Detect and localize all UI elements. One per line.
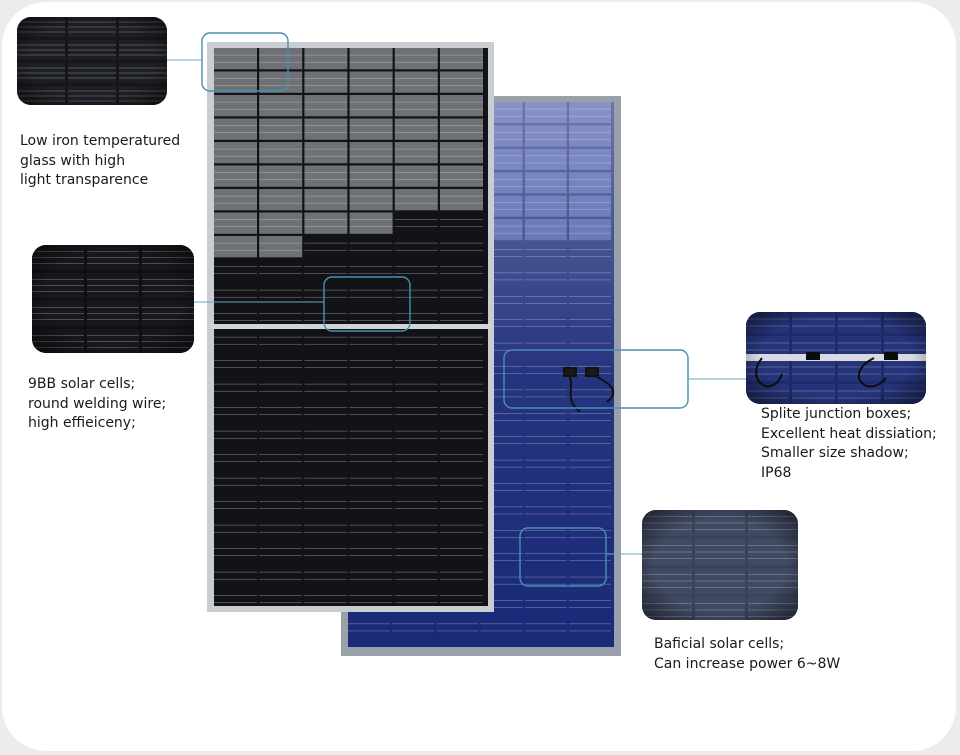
junction-box-closeup-icon bbox=[746, 312, 926, 404]
cells-caption-line: high effieiceny; bbox=[28, 415, 136, 431]
bifacial-caption: Baficial solar cells; Can increase power… bbox=[654, 635, 840, 674]
callout-highlight-boxes bbox=[201, 32, 689, 587]
glass-caption-line: glass with high bbox=[20, 152, 126, 169]
solar-cell-closeup-icon bbox=[32, 245, 194, 353]
front-panel-cell-grid bbox=[214, 48, 483, 606]
glass-caption-line: Low iron temperatured bbox=[20, 133, 181, 149]
junction-caption-line: Splite junction boxes; bbox=[761, 406, 912, 422]
cells-caption-line: round welding wire; bbox=[28, 395, 167, 412]
cells-highlight-box bbox=[323, 276, 411, 332]
glass-highlight-box bbox=[201, 32, 289, 92]
bifacial-highlight-box bbox=[519, 527, 607, 587]
bifacial-caption-line: Baficial solar cells; bbox=[654, 636, 785, 652]
junction-highlight-box bbox=[503, 349, 689, 409]
junction-caption: Splite junction boxes; Excellent heat di… bbox=[761, 405, 937, 483]
junction-caption-line: Smaller size shadow; bbox=[761, 445, 909, 461]
bifacial-caption-line: Can increase power 6~8W bbox=[654, 655, 841, 672]
glass-caption-line: light transparence bbox=[20, 172, 149, 188]
front-panel-center-bar bbox=[210, 324, 491, 329]
front-panel bbox=[207, 42, 494, 612]
cells-caption: 9BB solar cells; round welding wire; hig… bbox=[28, 375, 166, 434]
junction-caption-line: IP68 bbox=[761, 464, 792, 481]
bifacial-cell-closeup-icon bbox=[642, 510, 798, 620]
glass-closeup-icon bbox=[17, 17, 167, 105]
junction-caption-line: Excellent heat dissiation; bbox=[761, 425, 937, 442]
callout-connectors bbox=[167, 59, 746, 555]
cells-caption-line: 9BB solar cells; bbox=[28, 376, 136, 392]
glass-caption: Low iron temperatured glass with high li… bbox=[20, 132, 180, 191]
